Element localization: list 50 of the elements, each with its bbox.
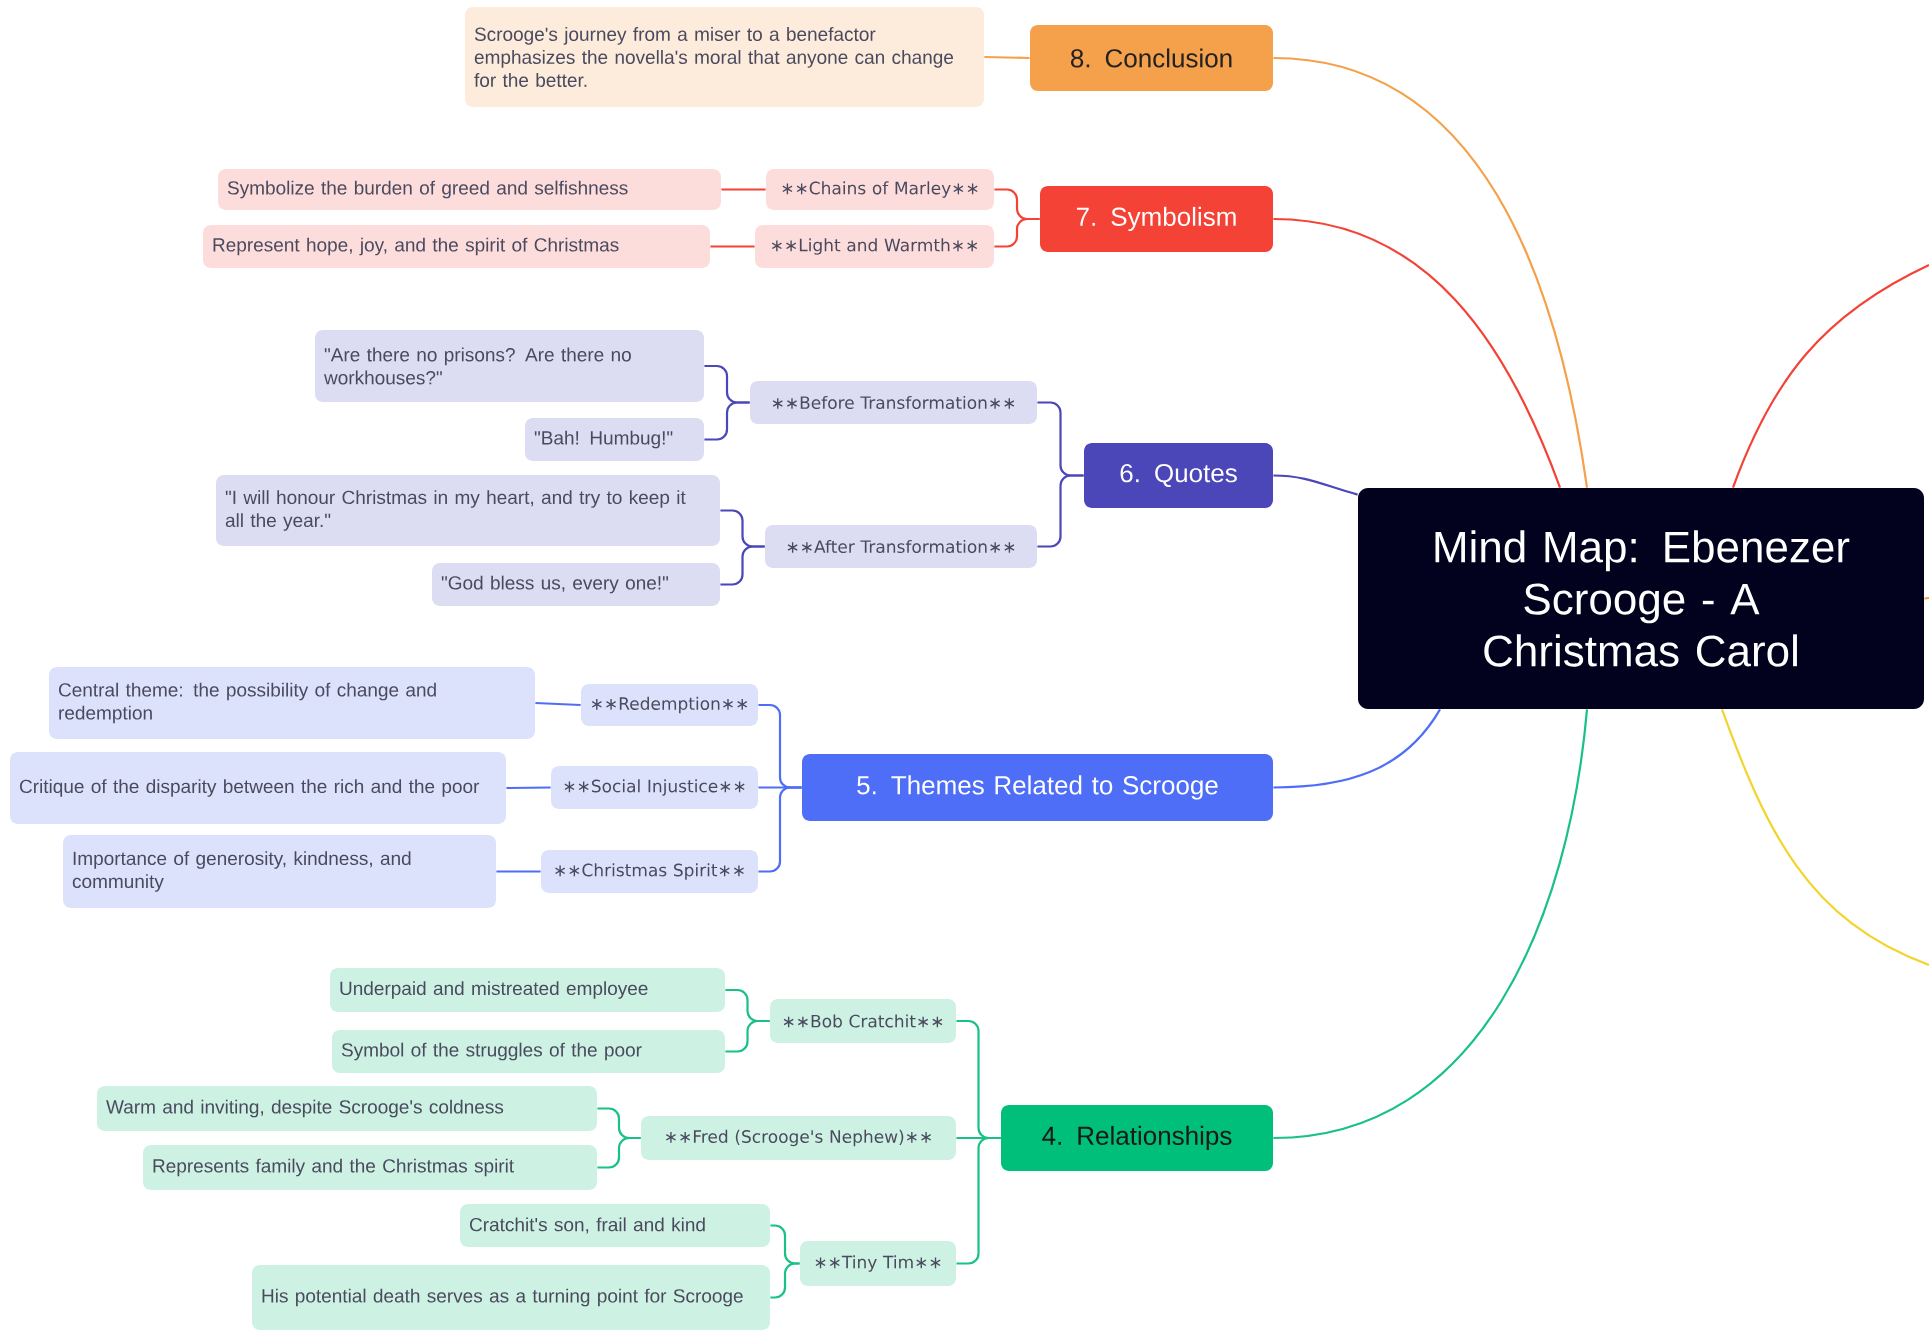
connector	[506, 786, 551, 790]
connector	[1732, 264, 1929, 488]
branch-box: 8. Conclusion	[1030, 25, 1273, 91]
branch-box: 5. Themes Related to Scrooge	[802, 754, 1273, 821]
connector	[1273, 708, 1441, 789]
detail-box: "Bah! Humbug!"	[525, 418, 704, 461]
subtopic-box: ∗∗Chains of Marley∗∗	[766, 169, 994, 210]
connector	[721, 188, 766, 191]
detail-box: Importance of generosity, kindness, and community	[63, 835, 496, 908]
subtopic-box: ∗∗Fred (Scrooge's Nephew)∗∗	[641, 1116, 956, 1160]
connector	[770, 1262, 800, 1299]
detail-box: "Are there no prisons? Are there no workhouses?"	[315, 330, 704, 402]
connector	[1273, 56, 1589, 488]
connector	[1720, 709, 1929, 966]
subtopic-box: ∗∗Christmas Spirit∗∗	[541, 850, 758, 893]
detail-box: "God bless us, every one!"	[432, 563, 720, 606]
subtopic-box: ∗∗Bob Cratchit∗∗	[770, 999, 956, 1043]
detail-box: Critique of the disparity between the rich and the poor	[10, 752, 506, 824]
detail-box: Symbolize the burden of greed and selfishness	[218, 169, 721, 210]
detail-box: Symbol of the struggles of the poor	[332, 1030, 725, 1073]
detail-box: Underpaid and mistreated employee	[330, 968, 725, 1012]
detail-box: Represent hope, joy, and the spirit of Christmas	[203, 225, 710, 268]
subtopic-box: ∗∗Tiny Tim∗∗	[800, 1241, 956, 1286]
detail-box: Cratchit's son, frail and kind	[460, 1204, 770, 1247]
connector	[984, 55, 1030, 60]
connector	[597, 1136, 641, 1169]
subtopic-box: ∗∗Before Transformation∗∗	[750, 381, 1037, 424]
detail-box: Represents family and the Christmas spirit	[143, 1145, 597, 1190]
connector	[496, 870, 541, 873]
detail-box: His potential death serves as a turning point for Scrooge	[252, 1265, 770, 1330]
connector	[1924, 596, 1929, 600]
connector	[1273, 217, 1562, 488]
detail-box: Warm and inviting, despite Scrooge's coldness	[97, 1086, 597, 1131]
branch-box: 4. Relationships	[1001, 1105, 1273, 1171]
connector	[710, 245, 755, 248]
subtopic-box: ∗∗After Transformation∗∗	[765, 525, 1037, 568]
connector	[725, 1019, 770, 1053]
detail-box: Scrooge's journey from a miser to a benefactor emphasizes the novella's moral that anyone can change for the better.	[465, 7, 984, 107]
branch-box: 6. Quotes	[1084, 443, 1273, 508]
connector	[994, 217, 1040, 248]
central-topic-box: Mind Map: Ebenezer Scrooge - A Christmas Carol	[1358, 488, 1924, 709]
detail-box: "I will honour Christmas in my heart, and try to keep it all the year."	[216, 475, 720, 546]
connector	[1273, 709, 1589, 1140]
connector	[1273, 474, 1358, 496]
branch-box: 7. Symbolism	[1040, 186, 1273, 252]
subtopic-box: ∗∗Light and Warmth∗∗	[755, 225, 994, 268]
subtopic-box: ∗∗Redemption∗∗	[581, 684, 758, 726]
connector	[535, 701, 581, 707]
subtopic-box: ∗∗Social Injustice∗∗	[551, 766, 758, 809]
detail-box: Central theme: the possibility of change and redemption	[49, 667, 535, 739]
